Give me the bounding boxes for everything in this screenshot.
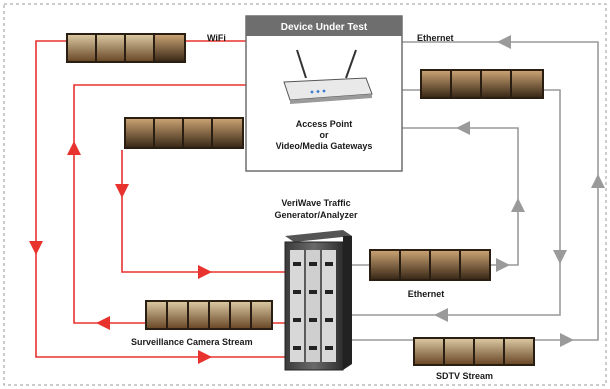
ethernet-mid-label: Ethernet	[408, 289, 445, 299]
arrow-left-icon	[497, 35, 511, 49]
arrow-up-icon	[67, 141, 81, 155]
device-caption-line-1: Access Point	[296, 119, 353, 129]
arrow-down-icon	[553, 250, 567, 264]
arrow-right-icon	[496, 258, 510, 272]
device-caption-line-3: Video/Media Gateways	[276, 141, 373, 151]
arrow-right-icon	[198, 350, 212, 364]
arrow-up-icon	[511, 198, 525, 212]
arrow-right-icon	[560, 333, 574, 347]
arrow-down-icon	[29, 241, 43, 255]
red-arrowheads	[29, 141, 212, 364]
surveillance-video-frames	[145, 300, 273, 330]
ethernet-top-video-frames	[420, 69, 544, 99]
ethernet-mid-video-frames	[369, 249, 491, 281]
diagram-border	[3, 3, 607, 386]
inner-video-frames	[124, 117, 244, 149]
arrow-up-icon	[591, 174, 605, 188]
generator-title-line-1: VeriWave Traffic	[281, 198, 350, 208]
traffic-generator-chassis-icon	[284, 230, 352, 371]
arrow-left-icon	[96, 316, 110, 330]
device-box-title: Device Under Test	[281, 22, 368, 33]
surveillance-stream-label: Surveillance Camera Stream	[131, 337, 253, 347]
arrow-left-icon	[434, 308, 448, 322]
device-caption-line-2: or	[320, 130, 329, 140]
wifi-video-frames	[66, 33, 186, 63]
arrow-left-icon	[456, 121, 470, 135]
generator-title-line-2: Generator/Analyzer	[274, 210, 358, 220]
device-under-test-box: Device Under Test Access Point or Video/…	[245, 15, 403, 172]
arrow-down-icon	[115, 184, 129, 198]
wifi-router-icon	[283, 49, 373, 104]
ethernet-top-label: Ethernet	[417, 33, 454, 43]
wifi-label: WiFi	[207, 33, 226, 43]
arrow-right-icon	[198, 265, 212, 279]
sdtv-stream-label: SDTV Stream	[436, 371, 493, 381]
sdtv-video-frames	[413, 337, 535, 366]
